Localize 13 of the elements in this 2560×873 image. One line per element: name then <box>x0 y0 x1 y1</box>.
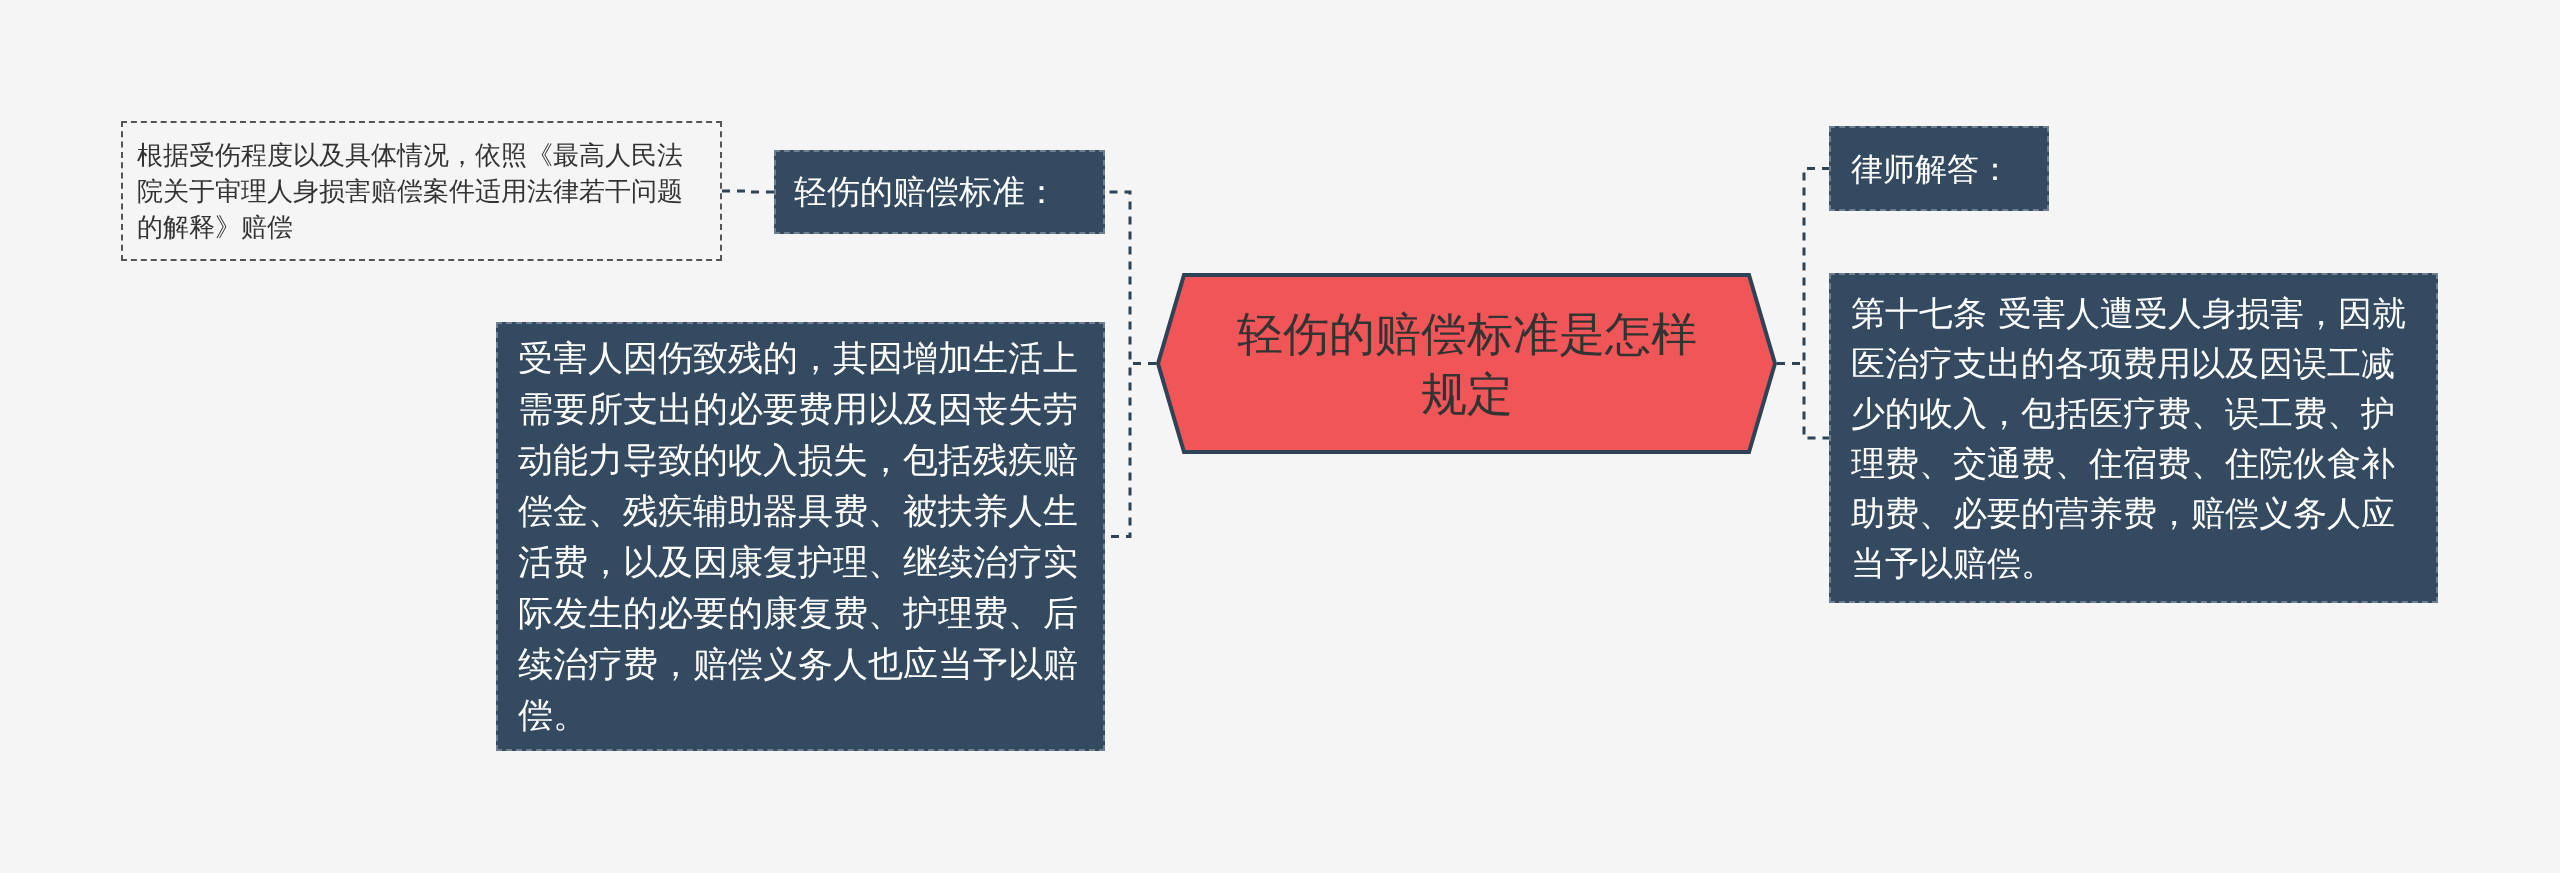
topic-hexagon <box>1156 273 1777 454</box>
node-text: 律师解答： <box>1851 148 2012 190</box>
note-box <box>121 121 722 261</box>
node-text: 根据受伤程度以及具体情况，依照《最高人民法院关于审理人身损害赔偿案件适用法律若干问题的解释》赔偿 <box>137 139 684 244</box>
topic-box <box>774 150 1105 234</box>
node-text: 第十七条 受害人遭受人身损害，因就医治疗支出的各项费用以及因误工减少的收入，包括医疗费、误工费、护理费、交通费、住宿费、住院伙食补助费、必要的营养费，赔偿义务人应当予以赔偿。 <box>1851 292 2407 585</box>
node-text: 轻伤的赔偿标准： <box>794 171 1059 213</box>
connector-line <box>1777 362 1829 440</box>
topic-box <box>1829 273 2438 603</box>
connector-line <box>722 189 774 194</box>
node-text: 轻伤的赔偿标准是怎样规定 <box>1235 305 1698 423</box>
node-text: 受害人因伤致残的，其因增加生活上需要所支出的必要费用以及因丧失劳动能力导致的收入损失，包括残疾赔偿金、残疾辅助器具费、被扶养人生活费，以及因康复护理、继续治疗实际发生的必要的康复费、护理费、后续治疗费，赔偿义务人也应当予以赔偿。 <box>518 336 1079 737</box>
topic-box <box>1829 126 2049 211</box>
